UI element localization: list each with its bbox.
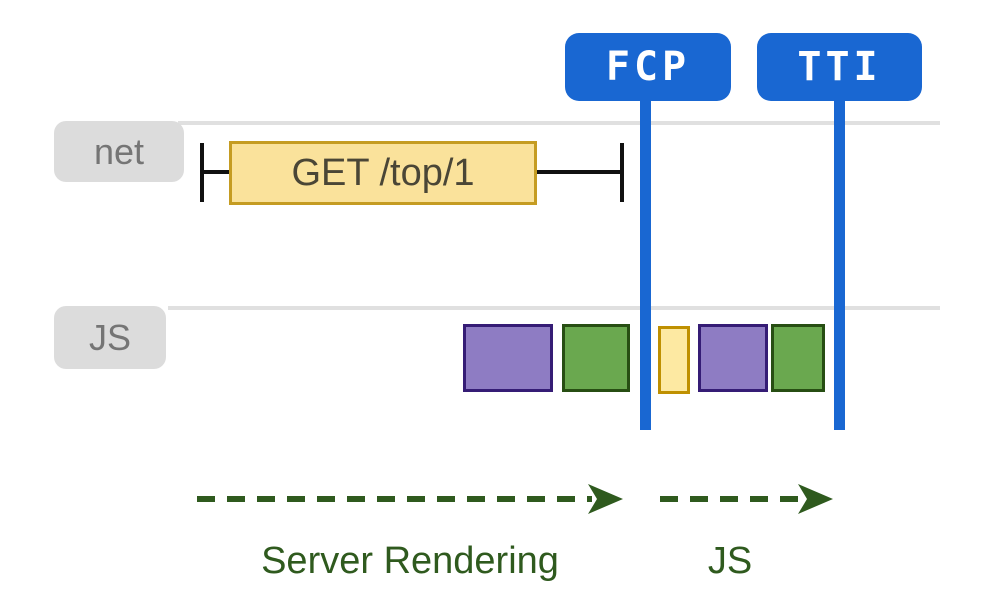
network-request-box: GET /top/1 <box>229 141 537 205</box>
js-lane-label: JS <box>54 306 166 369</box>
tti-badge-label: TTI <box>797 44 882 90</box>
request-start-tick <box>200 143 204 202</box>
request-right-connector <box>535 170 622 174</box>
request-left-connector <box>203 170 231 174</box>
server-rendering-arrow <box>197 484 623 514</box>
request-end-tick <box>620 143 624 202</box>
fcp-marker-line <box>640 99 651 430</box>
js-script-block-purple-1 <box>463 324 553 392</box>
server-rendering-phase-label: Server Rendering <box>261 540 559 582</box>
js-lane-label-text: JS <box>88 316 131 358</box>
network-request-label: GET /top/1 <box>291 151 475 194</box>
js-arrow <box>660 484 833 514</box>
js-timeline-line <box>168 306 940 310</box>
tti-badge: TTI <box>757 33 922 101</box>
net-lane-label: net <box>54 121 184 182</box>
js-script-block-purple-2 <box>698 324 768 392</box>
js-script-block-yellow <box>658 326 690 394</box>
js-script-block-green-2 <box>771 324 825 392</box>
fcp-badge: FCP <box>565 33 731 101</box>
net-lane-label-text: net <box>93 130 145 172</box>
js-script-block-green-1 <box>562 324 630 392</box>
net-timeline-line <box>178 121 940 125</box>
fcp-badge-label: FCP <box>605 44 691 90</box>
js-phase-label: JS <box>707 540 753 582</box>
tti-marker-line <box>834 99 845 430</box>
